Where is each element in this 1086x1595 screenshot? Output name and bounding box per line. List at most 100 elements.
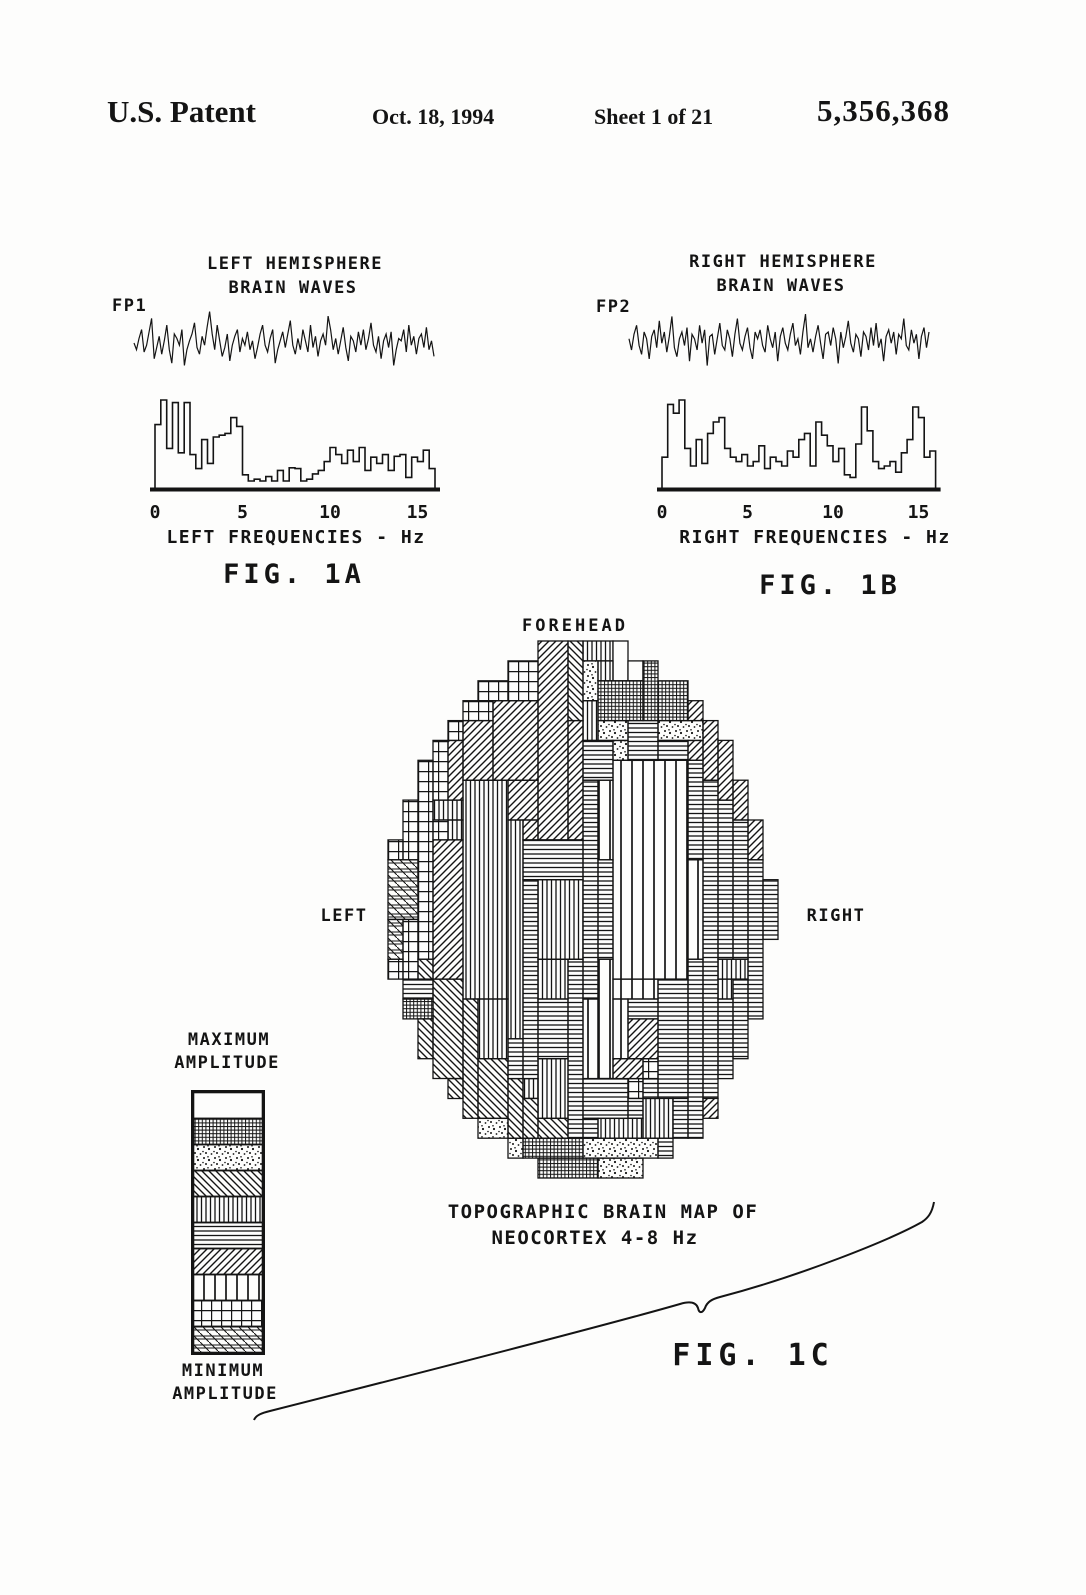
brain-map-cell [402,978,434,1000]
brain-map-cell [507,1038,524,1080]
brain-map-cell [402,998,434,1020]
brain-map-cell [477,680,509,702]
brain-map-cell [522,879,539,1080]
brain-map-cell [657,680,689,722]
brain-map-cell [387,918,404,960]
right-frequency-histogram: 0 5 10 15 [657,399,941,523]
patent-date: Oct. 18, 1994 [372,104,495,129]
brain-map-cell [597,958,614,1080]
brain-map-cell [417,1018,434,1060]
brain-map-cell [627,998,659,1020]
brain-map-cell [747,819,764,861]
brain-map-cell [687,700,704,722]
brain-map-cell [597,1157,644,1179]
brain-map-cell [417,958,434,980]
brain-map-cell [477,998,509,1060]
brain-map-cell [522,819,539,841]
brain-map-cell [747,859,764,1020]
fp2-electrode-label: FP2 [596,297,632,317]
brain-map-cell [717,958,749,980]
axis-tick-label: 10 [822,502,844,523]
legend-swatch-stipple-dots [192,1143,264,1172]
brace-path [253,1201,935,1421]
brain-map-cell [447,819,464,841]
brain-map-cell [642,660,659,722]
brain-map-cell [507,1137,524,1159]
brain-map-cell [612,640,629,682]
legend-swatch-blank [192,1091,264,1120]
brain-map-cell [582,1137,659,1159]
brain-map-cell [717,799,734,960]
patent-title: U.S. Patent [107,94,256,129]
fp1-electrode-label: FP1 [112,296,148,316]
brain-map-cell [537,1058,569,1120]
brain-map-cell [477,1117,509,1139]
brain-map-cell [642,1097,674,1139]
brain-map-cell [597,680,644,722]
brain-map-cell [387,958,404,980]
axis-tick-label: 15 [908,502,930,523]
fig1b-caption: FIG. 1B [759,570,901,601]
brain-map-cell [612,1058,644,1080]
brain-map-cell [702,779,719,1100]
brain-map-cell [657,1137,674,1159]
legend-max-label-line1: MAXIMUM [187,1030,271,1050]
brain-map-cell [402,799,419,861]
fig1a-title-line1: LEFT HEMISPHERE [206,254,384,274]
brain-map-cell [597,719,629,742]
brain-map-cell [582,660,599,702]
brain-map-cell [627,719,659,762]
axis-tick-label: 15 [407,502,429,523]
map-left-label: LEFT [320,906,368,926]
brain-map-cell [612,978,659,1000]
map-title-line1: TOPOGRAPHIC BRAIN MAP OF [447,1201,759,1223]
fig1c-brace [253,1201,935,1421]
brain-map-cell [432,819,449,841]
fig1b-title-line2: BRAIN WAVES [716,276,846,296]
brain-map-cell [522,1077,539,1100]
axis-tick-label: 5 [742,502,753,523]
brain-map-cell [627,1018,659,1060]
brain-map-cell [597,779,614,861]
brain-map-cell [717,739,734,801]
brain-map-cell [687,759,704,861]
legend-min-label-line1: MINIMUM [181,1361,265,1381]
brain-map-cell [657,739,689,761]
brain-map-cell [582,1117,599,1139]
brain-map-cell [432,739,449,801]
axis-tick-label: 10 [319,502,341,523]
brain-map-cell [567,719,584,841]
brain-map-cell [627,660,644,682]
brain-map-cell [567,640,584,722]
legend-swatch-square-grid [192,1299,264,1328]
axis-tick-label: 0 [150,502,161,523]
axis-tick-label: 0 [657,502,668,523]
brain-map-cell [597,859,614,960]
brain-map-cell [687,739,704,761]
brain-map-cell [537,1157,599,1179]
brain-map-cell [687,859,704,960]
brain-map-cell [492,700,539,781]
brain-map-cell [537,1117,569,1139]
brain-map-cell [387,839,404,861]
left-frequencies-axis-label: LEFT FREQUENCIES - Hz [166,527,426,548]
left-eeg-trace [133,311,435,366]
brain-map-cell [627,1077,644,1100]
forehead-label: FOREHEAD [522,616,628,636]
brain-map-cell [702,719,719,781]
brain-map-cell [657,978,689,1100]
brain-map-cell [537,958,569,1000]
right-eeg-trace [628,314,930,366]
brain-map-cell [522,1137,584,1159]
brain-map-cell [522,839,584,881]
patent-number: 5,356,368 [817,93,950,128]
brain-map-cell [507,1077,524,1139]
brain-map-cell [582,700,599,742]
brain-map-cell [507,660,539,702]
brain-map-cell [582,640,614,662]
brain-map-cell [657,719,704,742]
brain-map-cell [582,779,599,1000]
brain-map-cell [687,958,704,1139]
brain-map-cell [507,779,539,821]
